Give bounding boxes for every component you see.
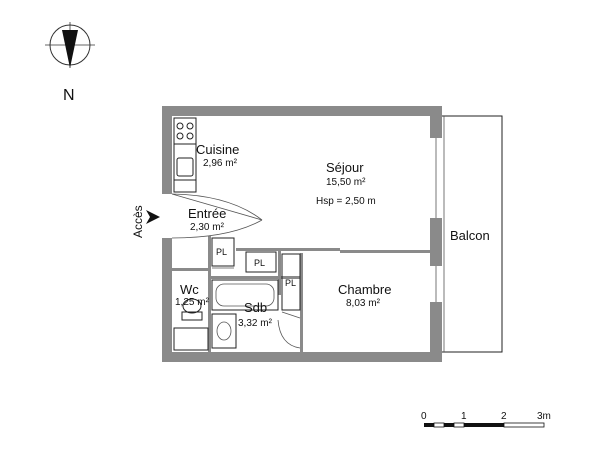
closet-2 — [245, 251, 277, 273]
hob-burner-icon — [176, 122, 184, 130]
room-labels: Cuisine 2,96 m² Séjour 15,50 m² Hsp = 2,… — [175, 142, 490, 329]
door-leaf — [171, 193, 263, 221]
room-area-cuisine: 2,96 m² — [203, 158, 238, 169]
door-swing-arc — [171, 193, 263, 221]
room-name-balcon: Balcon — [450, 228, 490, 243]
hob-burner-icon — [176, 132, 184, 140]
bathtub-inner — [215, 283, 275, 307]
access-arrow-icon — [146, 210, 160, 224]
partition-pl-top — [236, 248, 340, 251]
scale-segment — [503, 422, 545, 428]
walls — [162, 106, 442, 362]
north-label: N — [63, 87, 75, 104]
room-area-sdb: 3,32 m² — [238, 318, 273, 329]
wc-fixtures — [173, 298, 209, 351]
bathtub-icon — [211, 279, 279, 311]
hob-burner-icon — [186, 122, 194, 130]
scale-segment — [444, 423, 454, 427]
wall-left-upper — [162, 106, 172, 194]
partition-sejour-chambre — [340, 250, 430, 253]
partition-chambre-left — [300, 253, 303, 352]
wall-top — [162, 106, 442, 116]
hob-burner-icon — [186, 132, 194, 140]
closet-door — [281, 311, 301, 319]
closet-label: PL — [216, 247, 227, 257]
wall-left-lower — [162, 238, 172, 362]
wall-right-mid — [430, 218, 442, 266]
scale-segment — [433, 422, 445, 428]
partitions — [172, 236, 430, 352]
entry-door — [171, 193, 263, 239]
closets: PL PL PL — [211, 237, 301, 319]
wall-bottom — [162, 352, 442, 362]
washbasin-icon — [211, 313, 237, 349]
scale-tick-2: 2 — [501, 411, 507, 422]
room-area-sejour: 15,50 m² — [326, 177, 366, 188]
bathroom-fixtures — [211, 279, 301, 349]
sdb-door-arc — [277, 319, 301, 349]
room-name-entree: Entrée — [188, 206, 226, 221]
partition-wc-sdb — [208, 236, 211, 352]
partition-pl-right — [278, 251, 281, 295]
room-area-wc: 1,25 m² — [175, 297, 210, 308]
kitchen-counter — [173, 117, 197, 193]
compass-needle-icon — [62, 30, 78, 68]
room-name-cuisine: Cuisine — [196, 142, 239, 157]
room-area-chambre: 8,03 m² — [346, 298, 381, 309]
sink-icon — [176, 157, 194, 177]
compass: N — [45, 22, 95, 104]
access-label: Accès — [131, 205, 145, 238]
closet-label: PL — [254, 258, 265, 268]
scale-tick-3: 3m — [537, 411, 551, 422]
closet-3 — [281, 253, 301, 311]
scale-bar: 0 1 2 3m — [421, 411, 551, 428]
scale-tick-0: 0 — [421, 411, 427, 422]
scale-segment — [424, 423, 434, 427]
wall-right-top — [430, 106, 442, 138]
room-area-entree: 2,30 m² — [190, 222, 225, 233]
balcony — [440, 115, 503, 353]
kitchen-fixtures — [173, 117, 197, 193]
room-name-wc: Wc — [180, 282, 199, 297]
wc-tank-icon — [181, 311, 203, 321]
closet-label: PL — [285, 278, 296, 288]
room-name-sejour: Séjour — [326, 160, 364, 175]
door-swing-arc — [171, 219, 263, 239]
washbasin-bowl — [216, 321, 232, 341]
room-name-sdb: Sdb — [244, 300, 267, 315]
wc-washbasin — [173, 327, 209, 351]
closet-1 — [211, 237, 235, 267]
ceiling-height: Hsp = 2,50 m — [316, 196, 376, 207]
scale-tick-1: 1 — [461, 411, 467, 422]
room-name-chambre: Chambre — [338, 282, 391, 297]
wall-right-bottom — [430, 302, 442, 362]
partition-entree-wc — [172, 268, 208, 271]
partition-sdb-top — [210, 276, 302, 279]
toilet-bowl-icon — [182, 298, 202, 314]
balcony-outline — [440, 115, 503, 353]
access-marker: Accès — [131, 205, 160, 238]
scale-segment — [464, 423, 504, 427]
scale-segment — [453, 422, 465, 428]
